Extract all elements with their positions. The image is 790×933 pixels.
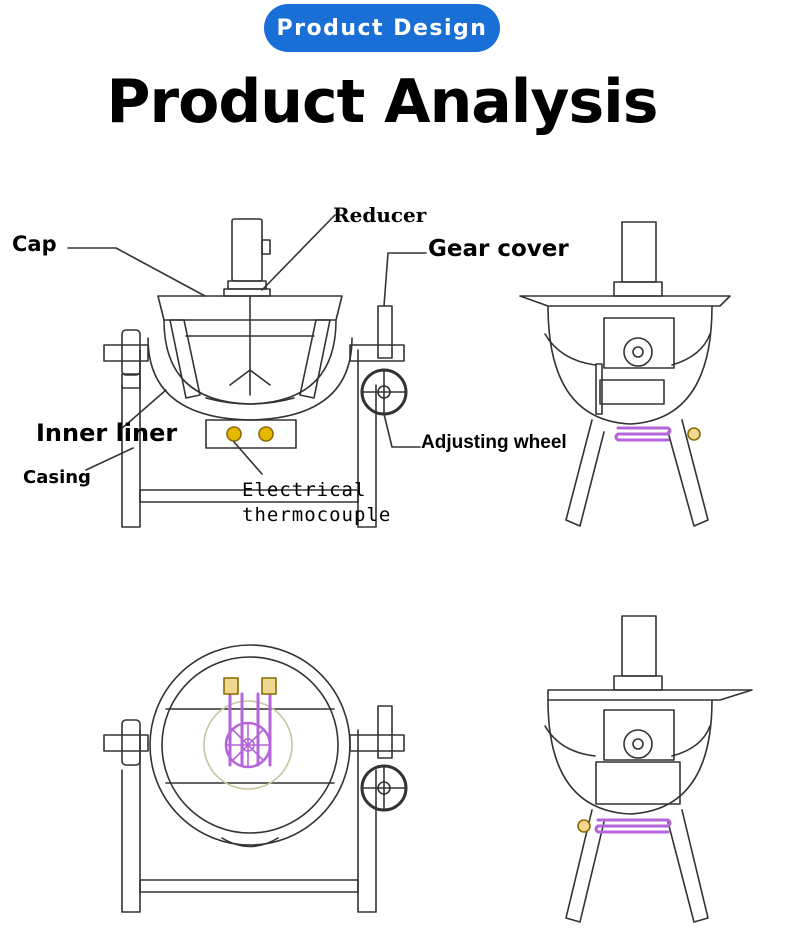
electrical-box: [205, 419, 297, 449]
side-view-bottom: [544, 615, 753, 923]
vessel-outer-circle: [149, 644, 351, 846]
leader-wheel: [383, 413, 421, 448]
label-cap: Cap: [12, 232, 57, 256]
label-thermocouple: thermocouple: [242, 504, 392, 526]
bottom-crossbar: [139, 489, 359, 503]
leader-inner-liner: [119, 389, 167, 431]
front-section-view: [67, 214, 427, 528]
label-electrical: Electrical: [242, 479, 367, 501]
label-reducer: Reducer: [333, 203, 427, 227]
leader-cap: [67, 247, 206, 297]
left-frame: [121, 349, 141, 528]
label-casing: Casing: [23, 467, 91, 488]
motor-body: [231, 218, 263, 282]
leader-reducer: [261, 214, 336, 291]
label-inner-liner: Inner liner: [36, 419, 178, 447]
heating-element-v3: [228, 692, 272, 767]
gear-cover-post: [377, 305, 393, 359]
leader-electrical: [233, 441, 263, 475]
heating-element-v2: [614, 426, 672, 442]
product-design-badge: Product Design: [264, 4, 500, 52]
label-adjusting-wheel: Adjusting wheel: [421, 432, 567, 453]
right-frame: [357, 349, 377, 528]
cap-rim: [157, 295, 343, 321]
heating-element-v4: [594, 818, 672, 834]
side-view-top: [519, 221, 731, 527]
leader-gear-cover: [383, 252, 427, 307]
page-title: Product Analysis: [106, 67, 659, 137]
label-gear-cover: Gear cover: [428, 236, 569, 262]
top-view-bottom: [103, 644, 408, 913]
leader-casing: [85, 447, 134, 471]
